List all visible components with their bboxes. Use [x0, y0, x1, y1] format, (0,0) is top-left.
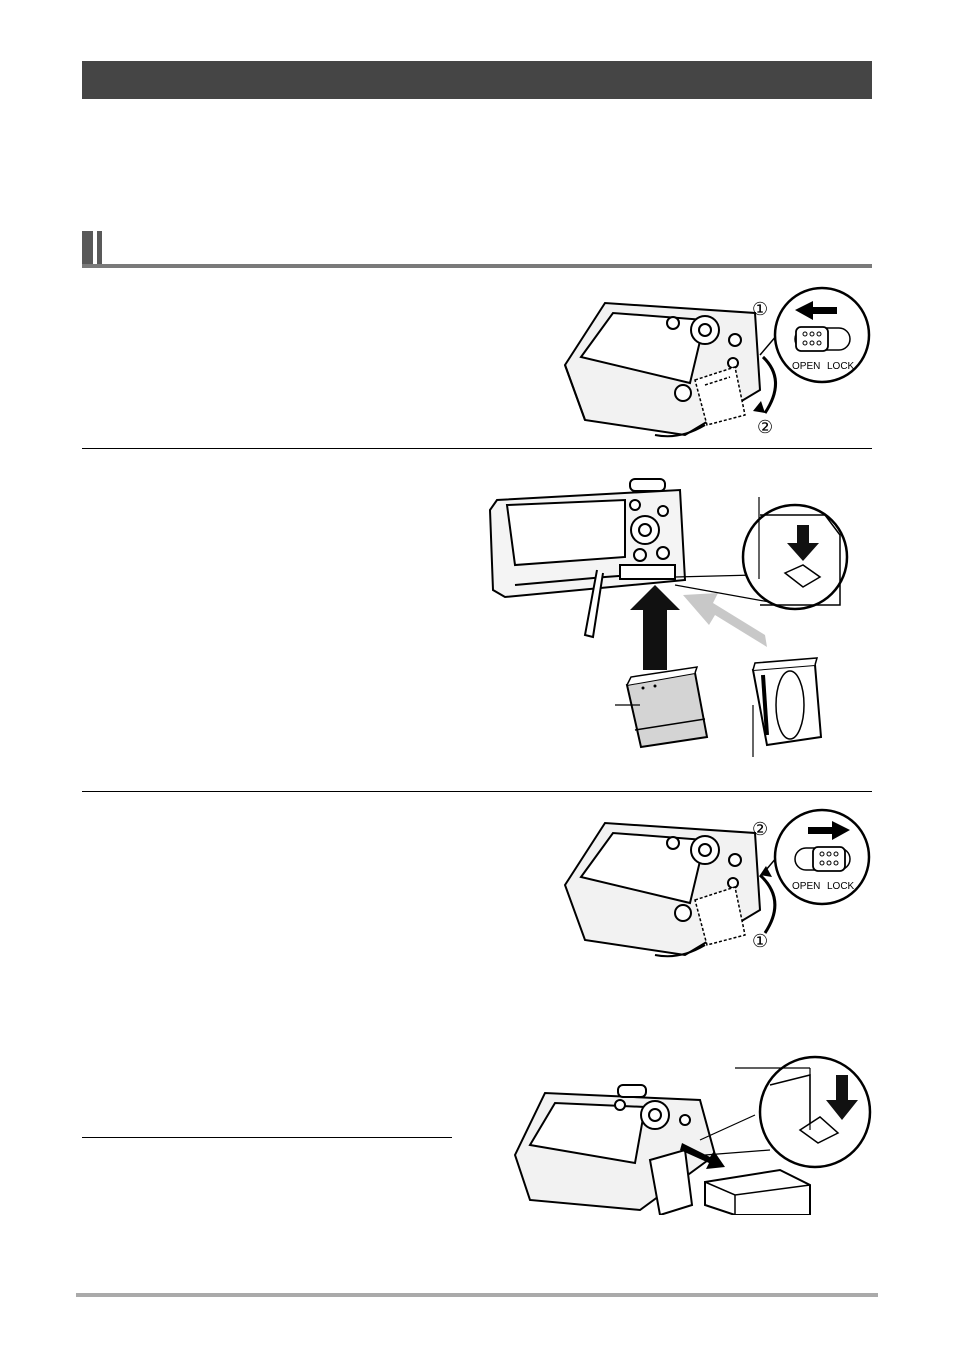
callout-leader — [674, 584, 776, 604]
battery-cover-open — [694, 366, 746, 426]
step-marker-2: ② — [757, 417, 773, 437]
insert-arrow-light — [683, 593, 767, 647]
battery-pack-back — [751, 657, 823, 747]
step-marker-2: ② — [752, 819, 768, 839]
callout-leader — [674, 574, 756, 578]
illustration-remove-battery — [513, 1055, 872, 1215]
battery-cover-open — [648, 1148, 694, 1215]
battery-pack-front — [625, 666, 709, 749]
lock-slider-knob — [795, 326, 829, 352]
lock-label: LOCK — [827, 881, 855, 892]
step-marker-1: ① — [752, 931, 768, 951]
open-label: OPEN — [792, 881, 820, 892]
battery-cover-closing — [694, 886, 746, 946]
footer-rule — [76, 1293, 878, 1297]
step-divider-1 — [82, 448, 872, 449]
lock-slider-knob — [812, 846, 846, 872]
lock-label: LOCK — [827, 361, 855, 372]
callout-leader — [704, 1149, 771, 1156]
callout-leader — [699, 1114, 756, 1141]
battery-stopper-callout — [758, 1055, 872, 1169]
open-lock-callout: OPEN LOCK — [773, 286, 871, 384]
arrow-down-icon — [826, 1075, 858, 1120]
removed-battery — [704, 1168, 811, 1215]
page-title-bar — [82, 61, 872, 99]
step-divider-2 — [82, 791, 872, 792]
battery-stopper-callout — [741, 503, 849, 611]
open-lock-callout: OPEN LOCK — [773, 808, 871, 906]
swing-arrow-head — [753, 401, 765, 413]
swing-arrow — [758, 873, 777, 934]
step-marker-1: ① — [752, 299, 768, 319]
battery-stopper — [798, 1116, 840, 1144]
arrow-down-icon — [787, 525, 819, 561]
section-marker-stripe — [97, 231, 102, 268]
swing-arrow — [761, 355, 777, 414]
pull-out-arrow — [680, 1143, 725, 1169]
section-heading-marker — [82, 231, 872, 269]
note-divider — [82, 1137, 452, 1138]
section-marker-rule — [82, 264, 872, 268]
open-label: OPEN — [792, 361, 820, 372]
battery-stopper — [783, 564, 822, 588]
camera-back-illustration — [563, 301, 762, 438]
camera-bottom-illustration — [488, 478, 687, 639]
illustration-open-cover: OPEN LOCK ① ② — [563, 286, 871, 438]
insert-arrow-dark — [630, 585, 680, 670]
illustration-insert-battery — [488, 478, 849, 757]
section-marker-block — [82, 231, 93, 268]
arrow-left-icon — [795, 301, 837, 320]
arrow-right-icon — [808, 821, 850, 840]
illustration-close-cover: OPEN LOCK ② ① — [563, 808, 871, 958]
